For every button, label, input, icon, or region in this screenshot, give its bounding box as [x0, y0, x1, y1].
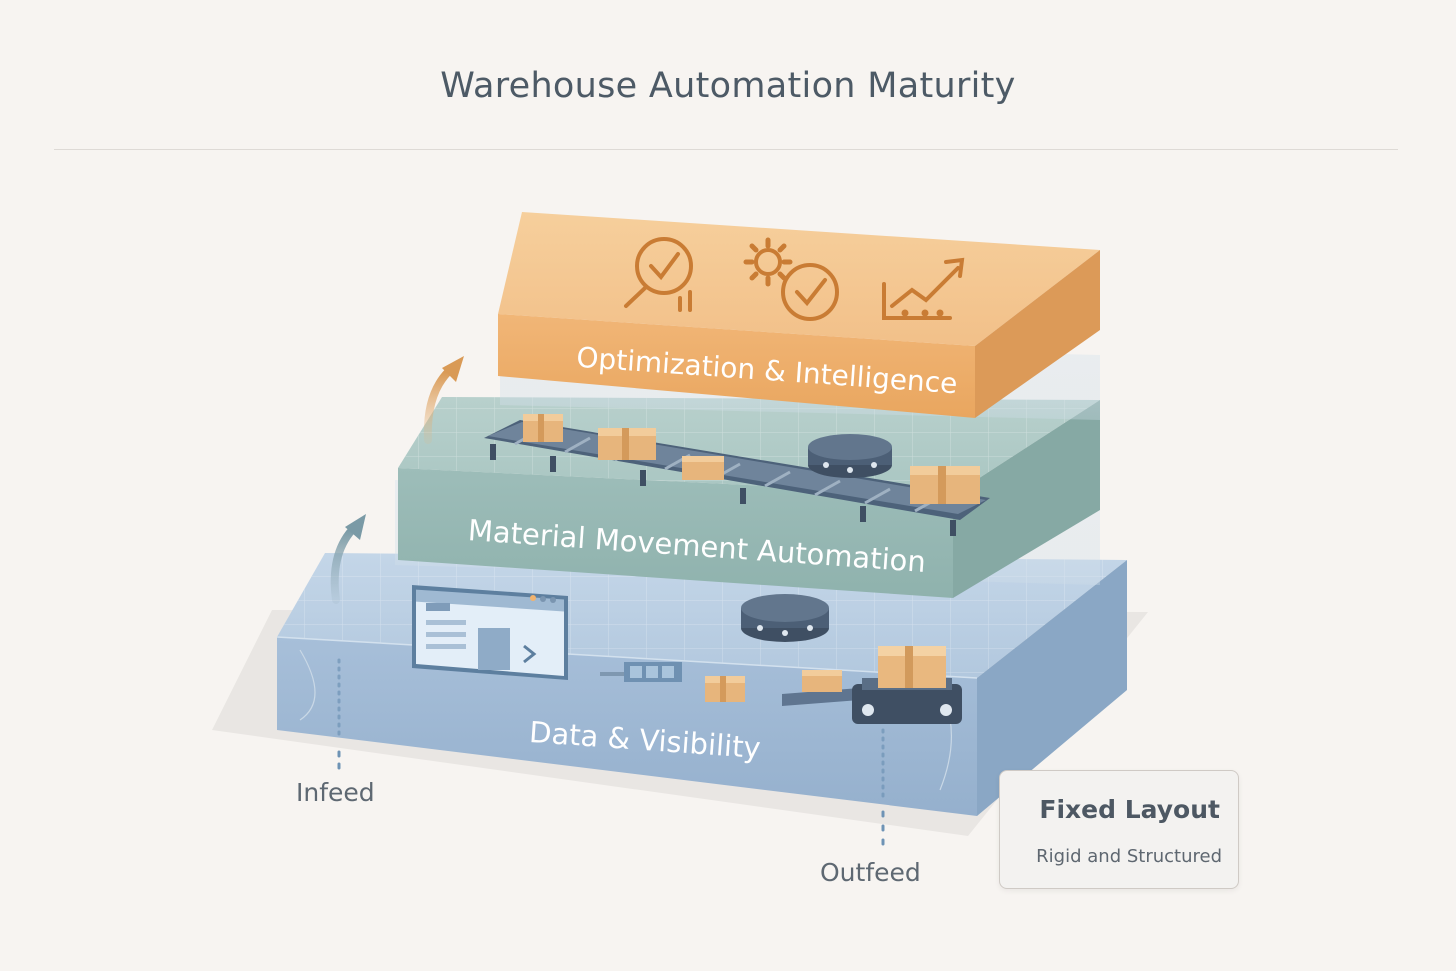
legend-title: Fixed Layout: [1039, 795, 1220, 824]
title-divider: [54, 149, 1398, 150]
agv-cart-icon: [782, 646, 962, 724]
wms-screen-icon: [412, 585, 568, 680]
progression-arrow-lower: [330, 514, 366, 604]
amr-robot-icon: [741, 594, 829, 642]
gear-check-icon: [743, 237, 839, 321]
progression-arrow-upper: [423, 356, 464, 444]
amr-robot-icon: [808, 434, 892, 478]
conveyor-box-icon: [705, 676, 745, 702]
trend-chart-icon: [882, 257, 965, 320]
legend-card: Fixed Layout Rigid and Structured: [999, 770, 1239, 889]
scanner-module-icon: [600, 662, 682, 682]
conveyor-box-icon: [523, 414, 980, 504]
check-magnifier-icon: [624, 237, 693, 312]
page-title: Warehouse Automation Maturity: [440, 66, 1016, 106]
infeed-label: Infeed: [296, 778, 375, 807]
outfeed-label: Outfeed: [820, 858, 921, 887]
legend-subtitle: Rigid and Structured: [1036, 846, 1222, 867]
